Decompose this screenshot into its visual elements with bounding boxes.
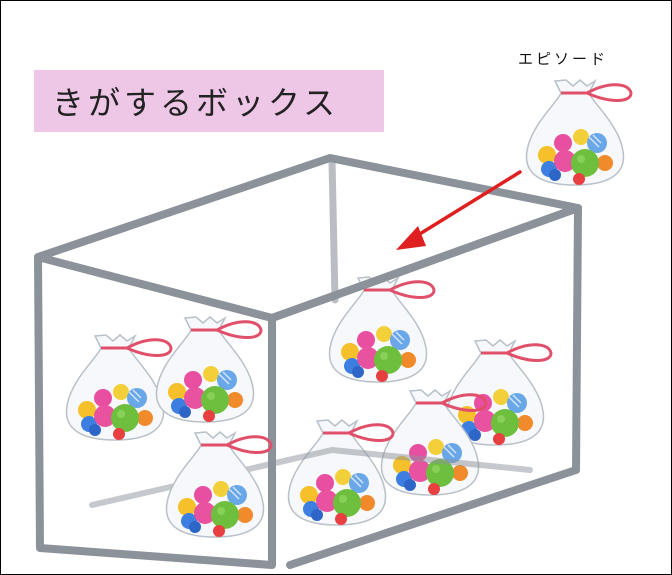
arrow-icon [396, 170, 522, 250]
bag-icon [164, 430, 273, 539]
bag-icon [154, 315, 263, 424]
box-title: きがするボックス [52, 84, 340, 122]
episode-bag-icon [524, 78, 633, 187]
title-box: きがするボックス [34, 70, 384, 132]
bag-icon [286, 418, 395, 527]
episode-label: エピソード [518, 50, 609, 68]
bag-icon [64, 333, 173, 442]
